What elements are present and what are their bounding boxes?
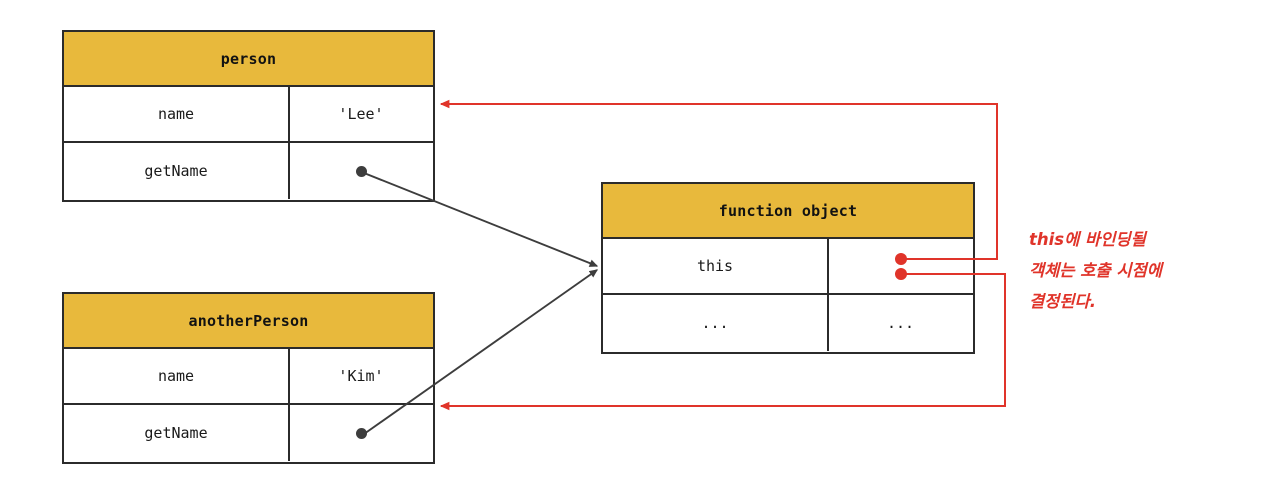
- property-value-this: [829, 239, 972, 293]
- property-key-name: name: [64, 87, 290, 141]
- table-row: name 'Lee': [64, 87, 433, 143]
- property-key-getname: getName: [64, 143, 290, 199]
- table-row: name 'Kim': [64, 349, 433, 405]
- property-value-getname: [290, 405, 432, 461]
- annotation-this-binding: this에 바인딩될 객체는 호출 시점에 결정된다.: [1029, 224, 1162, 317]
- object-table-function-object-title: function object: [603, 184, 973, 239]
- object-table-function-object: function object this ... ...: [601, 182, 975, 354]
- property-key-name: name: [64, 349, 290, 403]
- property-value-ellipsis: ...: [886, 314, 915, 332]
- table-row: getName: [64, 143, 433, 199]
- property-value-getname: [290, 143, 432, 199]
- property-value-name: 'Kim': [338, 367, 384, 385]
- object-table-another-person: anotherPerson name 'Kim' getName: [62, 292, 435, 464]
- object-table-person-title: person: [64, 32, 433, 87]
- pointer-dot-icon: [355, 165, 367, 177]
- table-row: getName: [64, 405, 433, 461]
- property-value-name: 'Lee': [338, 105, 384, 123]
- pointer-dot-icon: [355, 427, 367, 439]
- property-key-getname: getName: [64, 405, 290, 461]
- annotation-line-3: 결정된다.: [1029, 292, 1096, 311]
- property-key-this: this: [603, 239, 829, 293]
- annotation-line-1: this에 바인딩될: [1029, 230, 1146, 249]
- annotation-line-2: 객체는 호출 시점에: [1029, 261, 1162, 280]
- table-row: this: [603, 239, 973, 295]
- object-table-another-person-title: anotherPerson: [64, 294, 433, 349]
- property-key-ellipsis: ...: [603, 295, 829, 351]
- table-row: ... ...: [603, 295, 973, 351]
- object-table-person: person name 'Lee' getName: [62, 30, 435, 202]
